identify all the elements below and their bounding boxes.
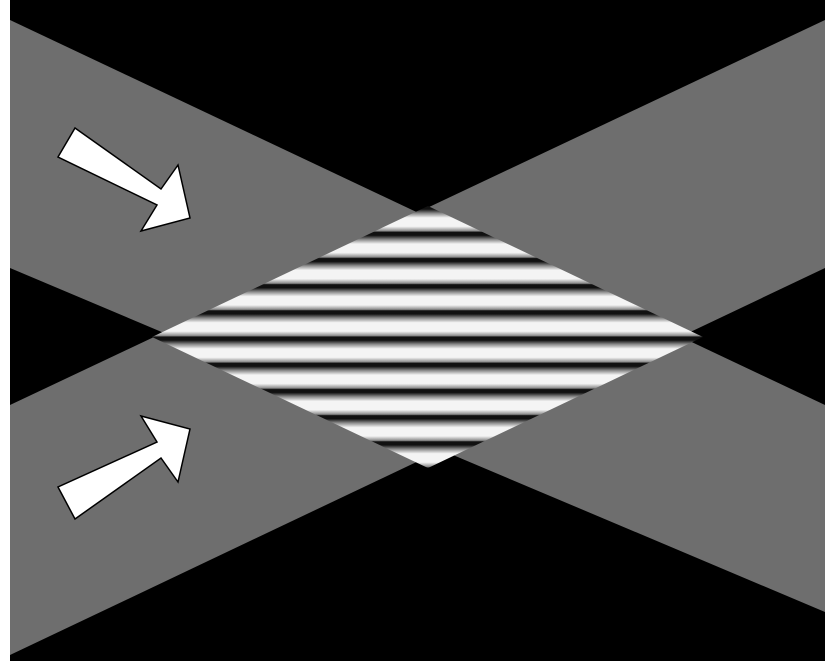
left-margin xyxy=(0,0,10,661)
